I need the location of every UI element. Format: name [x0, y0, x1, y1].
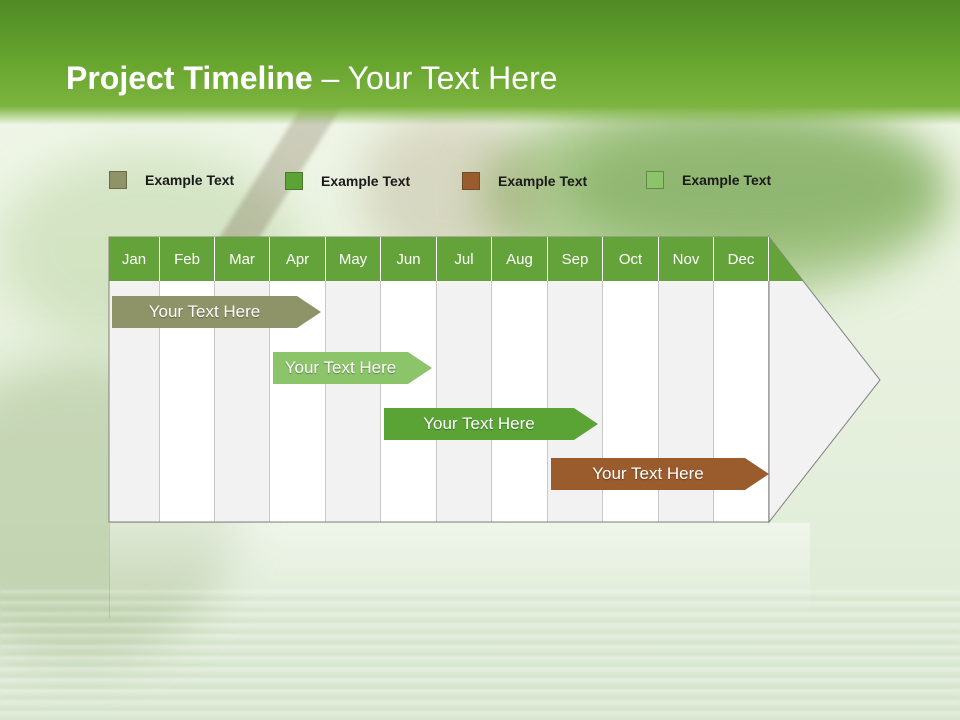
- month-column-jun: [381, 281, 437, 522]
- month-header: Feb: [160, 237, 215, 281]
- legend-item: Example Text: [462, 172, 587, 190]
- legend-label: Example Text: [498, 173, 588, 189]
- task-bar: Your Text Here: [384, 408, 598, 440]
- month-header: May: [326, 237, 381, 281]
- task-bar: Your Text Here: [112, 296, 321, 328]
- arrow-header-tip: [769, 237, 803, 281]
- month-header: Jun: [381, 237, 437, 281]
- month-column-jul: [437, 281, 492, 522]
- month-header: Aug: [492, 237, 548, 281]
- task-label: Your Text Here: [423, 414, 535, 433]
- timeline-reflection: [109, 523, 810, 618]
- legend-swatch: [462, 172, 480, 190]
- legend-item: Example Text: [646, 171, 771, 189]
- month-header: Jul: [437, 237, 492, 281]
- water-reflection: [0, 590, 960, 720]
- month-header: Apr: [270, 237, 326, 281]
- legend-label: Example Text: [321, 173, 411, 189]
- legend-swatch: [285, 172, 303, 190]
- title-rest: – Your Text Here: [312, 60, 558, 96]
- month-header: Jan: [109, 237, 160, 281]
- task-label: Your Text Here: [148, 302, 261, 321]
- month-column-aug: [492, 281, 548, 522]
- month-header: Nov: [659, 237, 714, 281]
- task-bar: Your Text Here: [273, 352, 432, 384]
- page-title: Project Timeline – Your Text Here: [66, 60, 558, 97]
- month-header: Mar: [215, 237, 270, 281]
- task-label: Your Text Here: [592, 464, 704, 483]
- legend-label: Example Text: [145, 172, 235, 188]
- month-header: Sep: [548, 237, 603, 281]
- task-label: Your Text Here: [284, 358, 397, 377]
- task-bar: Your Text Here: [551, 458, 769, 490]
- legend-item: Example Text: [109, 171, 234, 189]
- legend-label: Example Text: [682, 172, 772, 188]
- month-column-may: [326, 281, 381, 522]
- month-header: Dec: [714, 237, 769, 281]
- month-header: Oct: [603, 237, 659, 281]
- legend-swatch: [646, 171, 664, 189]
- title-banner: Project Timeline – Your Text Here: [0, 0, 960, 125]
- title-bold: Project Timeline: [66, 60, 313, 96]
- legend-swatch: [109, 171, 127, 189]
- legend-item: Example Text: [285, 172, 410, 190]
